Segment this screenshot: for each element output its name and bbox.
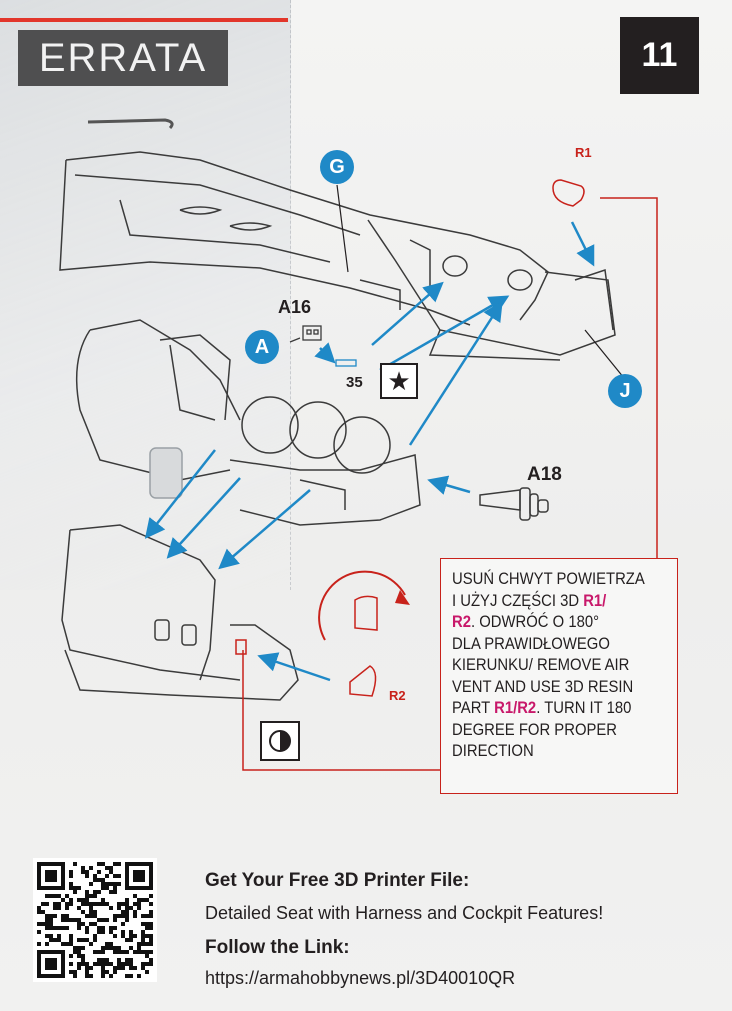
red-connector-line <box>600 197 658 560</box>
part-r2-drawing <box>349 665 377 697</box>
note-line: DIRECTION <box>452 742 534 760</box>
callout-g: G <box>320 150 354 184</box>
label-r1: R1 <box>575 145 592 160</box>
page-number: 11 <box>620 17 699 94</box>
blue-assembly-arrows <box>144 221 595 682</box>
errata-note: USUŃ CHWYT POWIETRZA I UŻYJ CZĘŚCI 3D R1… <box>452 569 650 763</box>
note-highlight: R1/ <box>583 591 607 610</box>
note-box <box>440 558 678 794</box>
star-icon: ★ <box>380 363 418 399</box>
callout-j: J <box>608 374 642 408</box>
part-a16-drawing <box>289 325 357 367</box>
note-highlight: R1/R2 <box>494 699 537 717</box>
rotation-arrow <box>318 570 406 641</box>
bag-hook <box>87 118 174 130</box>
label-r2: R2 <box>389 688 406 703</box>
note-line: PART <box>452 699 495 717</box>
part-r1-drawing <box>552 179 585 207</box>
note-line: . ODWRÓĆ O 180° <box>470 613 600 631</box>
plastic-bag-overlay <box>0 0 291 590</box>
note-line: DLA PRAWIDŁOWEGO <box>452 634 610 653</box>
upper-fuselage-drawing <box>59 151 616 361</box>
half-filled-circle-icon <box>260 721 300 761</box>
errata-label: ERRATA <box>18 30 228 86</box>
note-highlight: R2 <box>452 613 471 631</box>
callout-a: A <box>245 330 279 364</box>
note-line: I UŻYJ CZĘŚCI 3D <box>452 591 584 610</box>
label-a18: A18 <box>527 464 562 485</box>
bag-seal-stripe <box>0 18 288 22</box>
part-a18-drawing <box>479 487 549 521</box>
note-line: USUŃ CHWYT POWIETRZA <box>452 570 645 588</box>
rotated-part-drawing <box>354 595 378 631</box>
qr-code[interactable] <box>33 858 157 982</box>
label-35: 35 <box>346 374 363 391</box>
label-a16: A16 <box>278 297 312 317</box>
note-line: DEGREE FOR PROPER <box>452 720 618 739</box>
footer-link-heading: Follow the Link: <box>205 937 350 958</box>
cockpit-tub-drawing <box>75 319 421 526</box>
note-line: . TURN IT 180 <box>536 699 632 717</box>
footer-heading: Get Your Free 3D Printer File: <box>205 870 470 891</box>
lower-fuselage-drawing <box>61 524 299 701</box>
note-line: VENT AND USE 3D RESIN <box>452 677 634 696</box>
footer-url-link[interactable]: https://armahobbynews.pl/3D40010QR <box>205 968 516 988</box>
footer-subheading: Detailed Seat with Harness and Cockpit F… <box>205 903 604 923</box>
note-line: KIERUNKU/ REMOVE AIR <box>452 656 630 674</box>
